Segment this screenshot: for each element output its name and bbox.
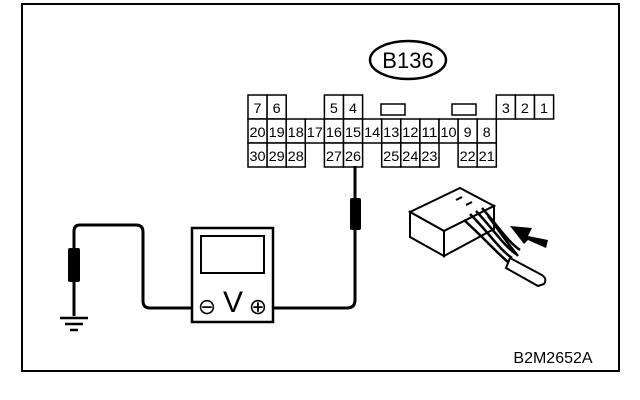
- pin-number: 8: [483, 124, 491, 140]
- connector-latch-left: [380, 103, 406, 116]
- pin-number: 20: [250, 124, 266, 140]
- pin-cell: 15: [342, 118, 364, 144]
- pin-cell: 21: [476, 142, 498, 168]
- pin-cell: 3: [495, 94, 517, 120]
- pin-number: 11: [421, 124, 437, 140]
- pin-cell: 10: [438, 118, 459, 144]
- pin-number: 29: [269, 148, 285, 164]
- voltmeter: ⊖ V ⊕: [190, 226, 275, 324]
- pin-cell: 12: [400, 118, 421, 144]
- connector-latch-right: [451, 103, 477, 116]
- ground-icon: [60, 316, 88, 332]
- pin-cell: 25: [380, 142, 402, 168]
- pin-number: 18: [288, 124, 304, 140]
- pin-number: 15: [345, 124, 361, 140]
- pin-number: 22: [460, 148, 476, 164]
- pin-number: 1: [540, 100, 548, 116]
- pin-number: 30: [250, 148, 266, 164]
- pin-cell: 22: [457, 142, 478, 168]
- pin-number: 21: [479, 148, 495, 164]
- pin-cell: 30: [247, 142, 268, 168]
- pin-number: 16: [326, 124, 342, 140]
- voltmeter-symbol: V: [223, 286, 243, 319]
- ground-lead: [60, 223, 206, 332]
- connector-label-text: B136: [382, 48, 433, 73]
- connector-label: B136: [368, 39, 448, 81]
- pin-number: 10: [441, 124, 457, 140]
- pin-cell: 27: [323, 142, 345, 168]
- pin-cell: 2: [514, 94, 536, 120]
- pin-cell: 4: [342, 94, 364, 120]
- pin-cell: 11: [419, 118, 440, 144]
- pin-cell: 16: [323, 118, 345, 144]
- pin-cell: 7: [247, 94, 268, 120]
- pin-cell: 18: [285, 118, 307, 144]
- pin-cell: 13: [380, 118, 402, 144]
- pin-cell: 26: [342, 142, 364, 168]
- pin-cell: 17: [304, 118, 326, 144]
- pin-number: 6: [273, 100, 281, 116]
- figure-frame: [21, 3, 620, 372]
- ground-probe: [68, 248, 80, 282]
- pin-number: 9: [464, 124, 472, 140]
- negative-terminal-icon: ⊖: [198, 294, 216, 319]
- pin-number: 2: [521, 100, 529, 116]
- positive-terminal-icon: ⊕: [249, 294, 267, 319]
- pin-number: 27: [326, 148, 342, 164]
- pin-number: 26: [345, 148, 361, 164]
- figure-code: B2M2652A: [513, 350, 592, 367]
- pin-cell: 1: [533, 94, 555, 120]
- pin-cell: 5: [323, 94, 345, 120]
- pin-cell: 9: [457, 118, 478, 144]
- pin-number: 23: [421, 148, 437, 164]
- pin-cell: 6: [266, 94, 287, 120]
- pin-number: 12: [402, 124, 418, 140]
- pin-number: 3: [502, 100, 510, 116]
- pin-cell: 23: [419, 142, 440, 168]
- pin-number: 19: [269, 124, 285, 140]
- pin-number: 17: [307, 124, 323, 140]
- probe-lead: [258, 166, 361, 310]
- pin-cell: 28: [285, 142, 307, 168]
- pin-number: 25: [383, 148, 399, 164]
- pin-number: 4: [349, 100, 357, 116]
- pin-number: 24: [402, 148, 418, 164]
- voltmeter-display: [200, 235, 265, 274]
- pin-cell: 8: [476, 118, 498, 144]
- connector-backprobe-illustration: [407, 186, 548, 288]
- pin-number: 28: [288, 148, 304, 164]
- pin-cell: 14: [361, 118, 383, 144]
- pin-number: 13: [383, 124, 399, 140]
- pin-cell: 20: [247, 118, 268, 144]
- pin-number: 14: [364, 124, 380, 140]
- pin-cell: 24: [400, 142, 421, 168]
- pin-cell: 29: [266, 142, 287, 168]
- pin-cell: 19: [266, 118, 287, 144]
- pin-number: 7: [254, 100, 262, 116]
- arrow-icon: [510, 226, 548, 248]
- probe-tip: [350, 198, 361, 230]
- pin-number: 5: [330, 100, 338, 116]
